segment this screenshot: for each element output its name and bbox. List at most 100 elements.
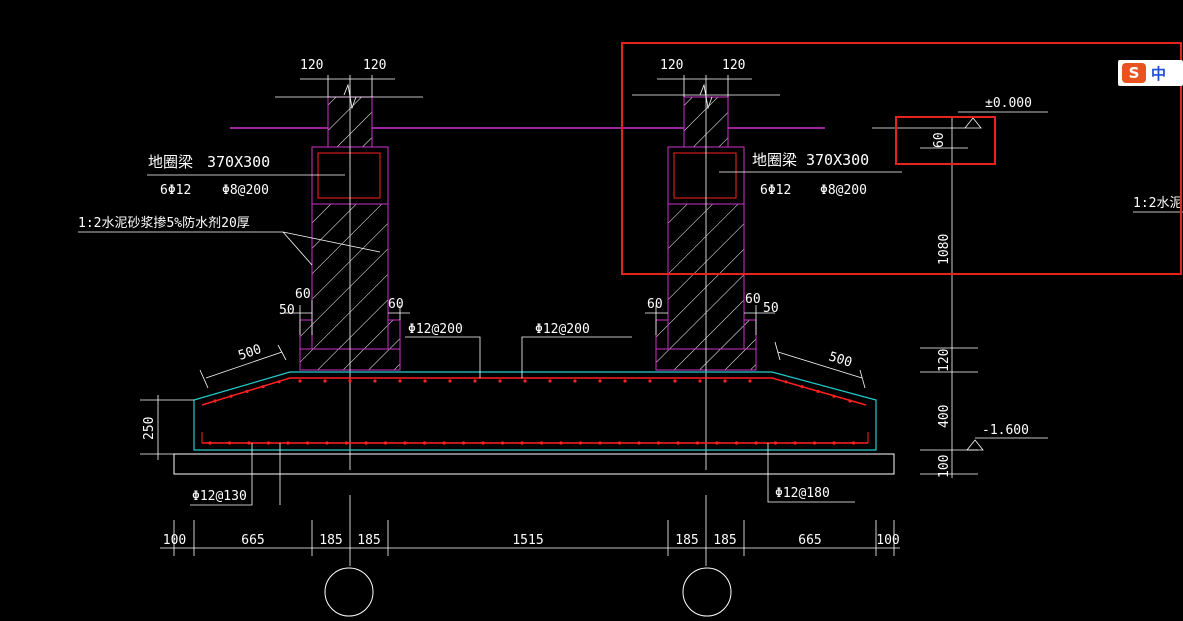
rebar-dot (548, 379, 552, 383)
rebar-dot (793, 441, 797, 445)
rebar-dot (734, 441, 739, 445)
rebar-dot (473, 379, 477, 383)
dim-60-right-b: 60 (745, 292, 761, 307)
dim-120-right-a: 120 (660, 58, 683, 73)
rebar-dot (784, 380, 788, 384)
rebar-dot (323, 379, 327, 383)
rebar-dot (773, 441, 778, 445)
rebar-dots (208, 379, 856, 445)
rebar-dot (398, 379, 402, 383)
rebar-dot (373, 379, 377, 383)
rebar-dot (848, 399, 852, 403)
dim-60-left-a: 60 (295, 287, 311, 302)
bottom-rebar-right: Φ12@180 (775, 486, 830, 501)
rebar-dot (723, 379, 727, 383)
dim-120-left-b: 120 (363, 58, 386, 73)
rebar-dot (227, 441, 232, 445)
rebar-dot (461, 441, 466, 445)
rebar-dot (247, 441, 251, 445)
rebar-dot (754, 441, 758, 445)
rebar-dot (695, 441, 700, 445)
top-dims (275, 75, 780, 110)
rebar-dot (573, 379, 577, 383)
rebar-dot (261, 385, 265, 389)
ime-toolbar[interactable]: S 中 (1118, 60, 1183, 86)
rebar-dot (598, 379, 602, 383)
vdim-120: 120 (937, 349, 952, 372)
rebar-dot (383, 441, 388, 445)
vdim-60: 60 (932, 132, 947, 148)
rebar-dot (816, 389, 820, 393)
rebar-dot (832, 394, 836, 398)
beam-main-rebar-right: 6Φ12 (760, 183, 791, 198)
bottom-rebar-left: Φ12@130 (192, 489, 247, 504)
rebar-dot (448, 379, 452, 383)
vdim-1080: 1080 (937, 234, 952, 265)
bottom-dim-labels: 100 665 185 185 1515 185 185 665 100 (163, 533, 900, 548)
rebar-dot (715, 441, 719, 445)
rebar-dot (676, 441, 680, 445)
rebar-dot (673, 379, 677, 383)
axis-circle-left (324, 567, 374, 617)
rebar-dot (213, 399, 217, 403)
rebar-dot (851, 441, 856, 445)
rebar-dot (481, 441, 485, 445)
rebar-dot (422, 441, 427, 445)
rebar-dot (208, 441, 212, 445)
rebar-dot (656, 441, 661, 445)
bottom-dim-6: 185 (713, 533, 736, 548)
bottom-dim-4: 1515 (512, 533, 543, 548)
rebar-dot (539, 441, 544, 445)
dim-60-left-b: 60 (388, 297, 404, 312)
ime-mode-indicator[interactable]: 中 (1151, 64, 1167, 83)
dim-500-right: 500 (827, 349, 854, 370)
top-rebar-left: Φ12@200 (408, 322, 463, 337)
bottom-dim-1: 665 (241, 533, 264, 548)
rebar-dot (277, 380, 281, 384)
left-wall (299, 85, 401, 470)
rebar-dot (442, 441, 446, 445)
bottom-dim-2: 185 (319, 533, 342, 548)
rebar-dot (229, 394, 233, 398)
dim-120-right-b: 120 (722, 58, 745, 73)
bottom-dim-8: 100 (876, 533, 899, 548)
bottom-dim-7: 665 (798, 533, 821, 548)
axis-circle-right (682, 567, 732, 617)
rebar-dot (325, 441, 329, 445)
rebar-dot (364, 441, 368, 445)
rebar-dot (286, 441, 290, 445)
dim-60-right-a: 60 (647, 297, 663, 312)
rebar-dot (623, 379, 627, 383)
vdim-100: 100 (937, 455, 952, 478)
beam-stirrup-right: Φ8@200 (820, 183, 867, 198)
foundation-slab (193, 371, 877, 451)
dim-500-left: 500 (236, 342, 263, 364)
bottom-dim-0: 100 (163, 533, 186, 548)
top-rebar-right: Φ12@200 (535, 322, 590, 337)
bottom-dim-5: 185 (675, 533, 698, 548)
dim-250: 250 (142, 417, 157, 440)
rebar-dot (637, 441, 641, 445)
rebar-dot (403, 441, 407, 445)
waterproof-note-cut: 1:2水泥 (1133, 196, 1182, 211)
beam-name-right: 地圈梁 (752, 151, 797, 169)
rebar-dot (305, 441, 310, 445)
rebar-dot (648, 379, 652, 383)
beam-size-left: 370X300 (207, 153, 270, 171)
beam-main-rebar-left: 6Φ12 (160, 183, 191, 198)
rebar-dot (748, 379, 752, 383)
highlight-box-large (621, 42, 1182, 275)
elev-bottom: -1.600 (982, 423, 1029, 438)
highlight-box-small (895, 116, 996, 165)
rebar-dot (348, 379, 352, 383)
rebar-dot (698, 379, 702, 383)
beam-name-left: 地圈梁 (148, 153, 193, 171)
bottom-dim-3: 185 (357, 533, 380, 548)
rebar-dot (498, 379, 502, 383)
rebar-dot (617, 441, 622, 445)
rebar-dot (344, 441, 349, 445)
sogou-logo-icon: S (1122, 63, 1146, 83)
dim-120-left-a: 120 (300, 58, 323, 73)
rebar-dot (520, 441, 524, 445)
